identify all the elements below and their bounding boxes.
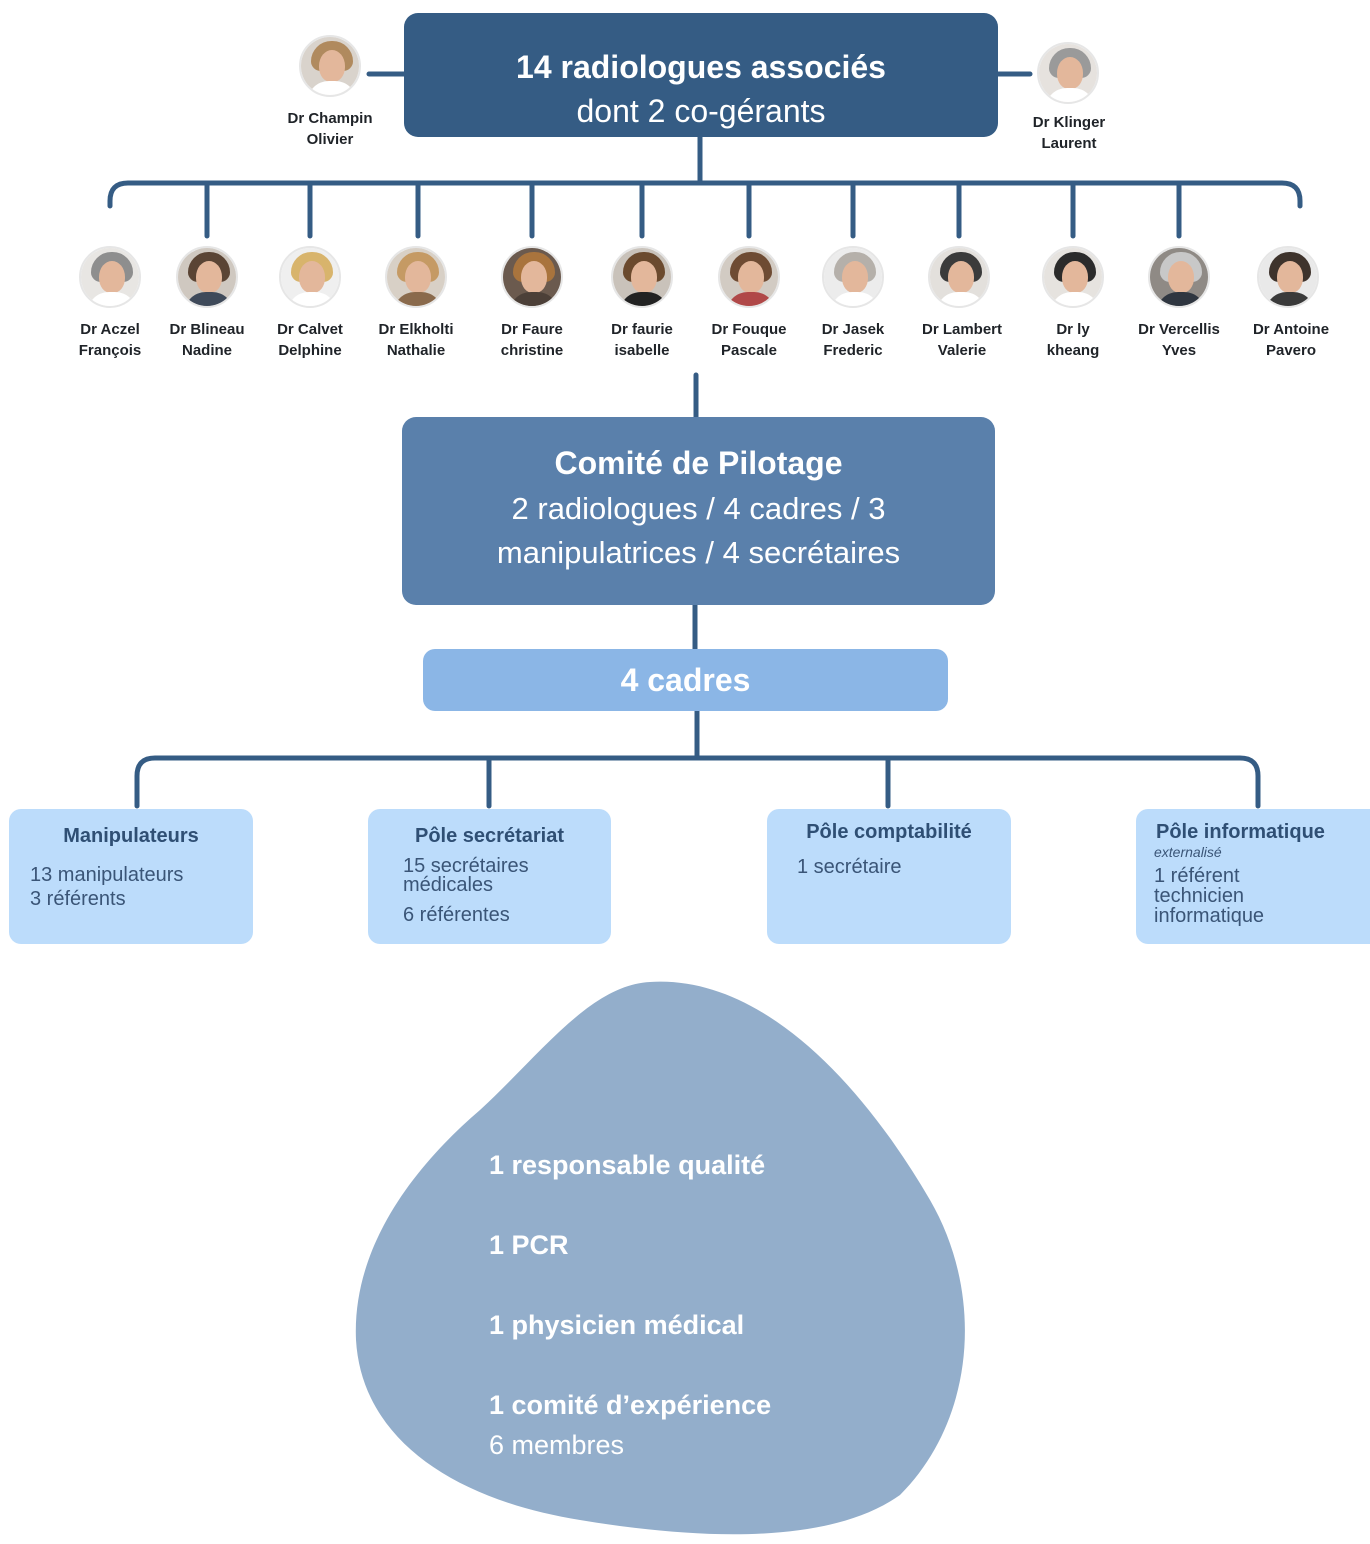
blob-shape xyxy=(355,981,965,1535)
avatar-blineau xyxy=(176,246,238,308)
connector-radiologues-bus xyxy=(107,180,1303,209)
avatar-jasek xyxy=(822,246,884,308)
cadres-box: 4 cadres xyxy=(423,649,948,711)
pole-manipulateurs-title: Manipulateurs xyxy=(63,825,199,847)
pole-secretariat: Pôle secrétariat 15 secrétaires médicale… xyxy=(368,809,611,944)
pole-comptabilite-title: Pôle comptabilité xyxy=(806,821,972,843)
blob-physicien: 1 physicien médical xyxy=(489,1310,745,1340)
cadres-title: 4 cadres xyxy=(620,662,751,698)
avatar-fouque xyxy=(718,246,780,308)
avatar-vercellis xyxy=(1148,246,1210,308)
avatar-elkholti xyxy=(385,246,447,308)
connector-poles-bus xyxy=(134,755,1261,809)
blob-pcr: 1 PCR xyxy=(489,1230,569,1260)
pole-manipulateurs-referents: 3 référents xyxy=(30,888,126,910)
associes-subtitle: dont 2 co-gérants xyxy=(576,93,826,129)
comite-pilotage-box: Comité de Pilotage 2 radiologues / 4 cad… xyxy=(402,417,995,605)
pole-comptabilite: Pôle comptabilité 1 secrétaire xyxy=(767,809,1011,944)
avatar-faurie xyxy=(611,246,673,308)
comite-pilotage-title: Comité de Pilotage xyxy=(554,445,843,481)
avatar-faure xyxy=(501,246,563,308)
pole-secretariat-title: Pôle secrétariat xyxy=(415,825,564,847)
pole-informatique: Pôle informatique externalisé 1 référent… xyxy=(1136,809,1370,944)
avatar-ly xyxy=(1042,246,1104,308)
pole-informatique-sub: externalisé xyxy=(1154,844,1222,860)
pole-secretariat-referentes: 6 référentes xyxy=(403,904,510,926)
pole-manipulateurs-count: 13 manipulateurs xyxy=(30,864,184,886)
avatar-lambert xyxy=(928,246,990,308)
pole-comptabilite-line1: 1 secrétaire xyxy=(797,856,902,878)
pole-informatique-title: Pôle informatique xyxy=(1156,821,1325,843)
pole-manipulateurs: Manipulateurs 13 manipulateurs 3 référen… xyxy=(9,809,253,944)
blob-responsable-qualite: 1 responsable qualité xyxy=(489,1150,766,1180)
associes-title: 14 radiologues associés xyxy=(516,49,886,85)
avatar-aczel xyxy=(79,246,141,308)
avatar-klinger xyxy=(1037,42,1099,104)
pole-informatique-line3: informatique xyxy=(1154,905,1265,927)
avatar-pavero xyxy=(1257,246,1319,308)
avatar-calvet xyxy=(279,246,341,308)
avatar-champin xyxy=(299,35,361,97)
blob-comite-membres: 6 membres xyxy=(489,1430,625,1460)
pole-informatique-line2: technicien xyxy=(1154,885,1245,907)
comite-pilotage-composition: 2 radiologues / 4 cadres / 3 manipulatri… xyxy=(496,491,901,570)
pole-secretariat-line2: médicales xyxy=(403,874,494,896)
pole-secretariat-line1: 15 secrétaires xyxy=(403,855,529,877)
blob-comite-experience: 1 comité d’expérience xyxy=(489,1390,772,1420)
associes-box: 14 radiologues associés dont 2 co-gérant… xyxy=(404,13,998,137)
pole-informatique-line1: 1 référent xyxy=(1154,865,1240,887)
